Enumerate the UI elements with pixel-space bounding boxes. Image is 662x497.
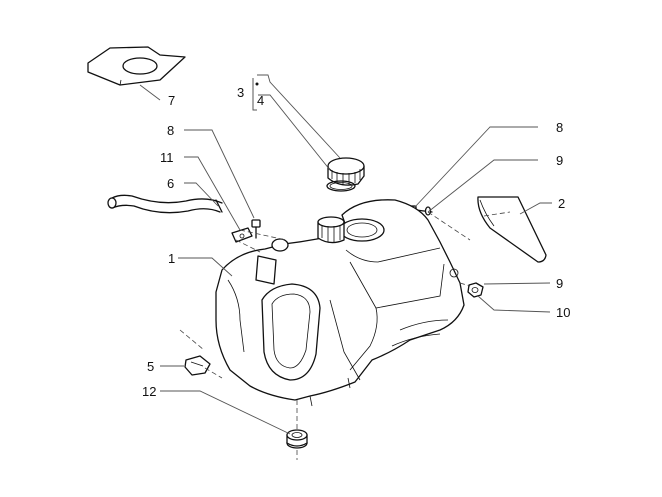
callout-2: 2 — [558, 196, 565, 211]
callout-4: 4 — [257, 93, 264, 108]
fuel-cap-part-3-4 — [326, 157, 365, 192]
nut-part-9-10 — [467, 282, 484, 298]
callout-9-top: 9 — [556, 153, 563, 168]
callout-11: 11 — [160, 150, 174, 165]
pad-part-7 — [87, 46, 186, 86]
grommet-part-12 — [286, 429, 308, 449]
callout-1: 1 — [168, 251, 175, 266]
callout-10: 10 — [556, 305, 570, 320]
callout-5: 5 — [147, 359, 154, 374]
side-plate-part-2 — [477, 196, 547, 263]
callout-labels: 7 3 4 8 11 6 1 5 12 8 9 2 9 10 — [142, 85, 570, 399]
screw-part-8-left — [251, 219, 261, 239]
assembly-lines — [179, 211, 511, 460]
callout-3: 3 — [237, 85, 244, 100]
callout-9-bottom: 9 — [556, 276, 563, 291]
callout-7: 7 — [168, 93, 175, 108]
callout-8-left: 8 — [167, 123, 174, 138]
fuel-tank-part-1 — [215, 199, 465, 407]
callout-bracket-3-4 — [252, 78, 259, 111]
callout-12: 12 — [142, 384, 156, 399]
clip-part-5 — [184, 355, 211, 376]
callout-6: 6 — [167, 176, 174, 191]
breather-hose-part-6 — [107, 194, 223, 214]
callout-8-right: 8 — [556, 120, 563, 135]
leader-lines — [139, 74, 552, 435]
bracket-part-11 — [231, 227, 253, 243]
